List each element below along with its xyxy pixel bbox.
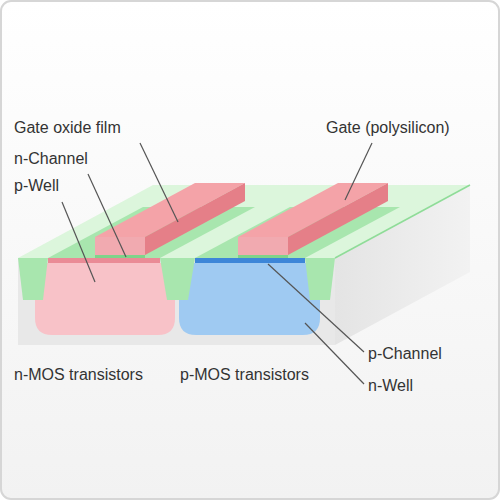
substrate-front: [18, 258, 335, 345]
n-well-region: [179, 263, 320, 335]
gate-side: [288, 183, 388, 255]
isolation: [160, 258, 195, 300]
part-label: Gate (polysilicon): [326, 118, 450, 138]
p-channel-strip: [195, 258, 305, 263]
part-label: n-Well: [368, 376, 413, 396]
leader-line: [88, 174, 126, 257]
group-label: p-MOS transistors: [180, 365, 309, 385]
leader-line: [140, 143, 178, 222]
n-channel-strip: [48, 258, 160, 263]
gate-front: [95, 237, 145, 255]
leader-line: [305, 323, 364, 384]
leader-line: [62, 202, 95, 282]
part-label: n-Channel: [14, 149, 88, 169]
part-label: Gate oxide film: [14, 118, 121, 138]
isolation: [18, 258, 48, 300]
p-well-region: [35, 263, 175, 335]
gate-oxide: [95, 255, 145, 258]
group-label: n-MOS transistors: [14, 365, 143, 385]
isolation: [305, 258, 335, 300]
leader-line: [345, 143, 372, 200]
part-label: p-Channel: [368, 344, 442, 364]
gate-oxide: [238, 255, 288, 258]
gate-side: [145, 183, 245, 255]
leader-line: [268, 264, 364, 352]
part-label: p-Well: [14, 176, 59, 196]
gate-front: [238, 237, 288, 255]
